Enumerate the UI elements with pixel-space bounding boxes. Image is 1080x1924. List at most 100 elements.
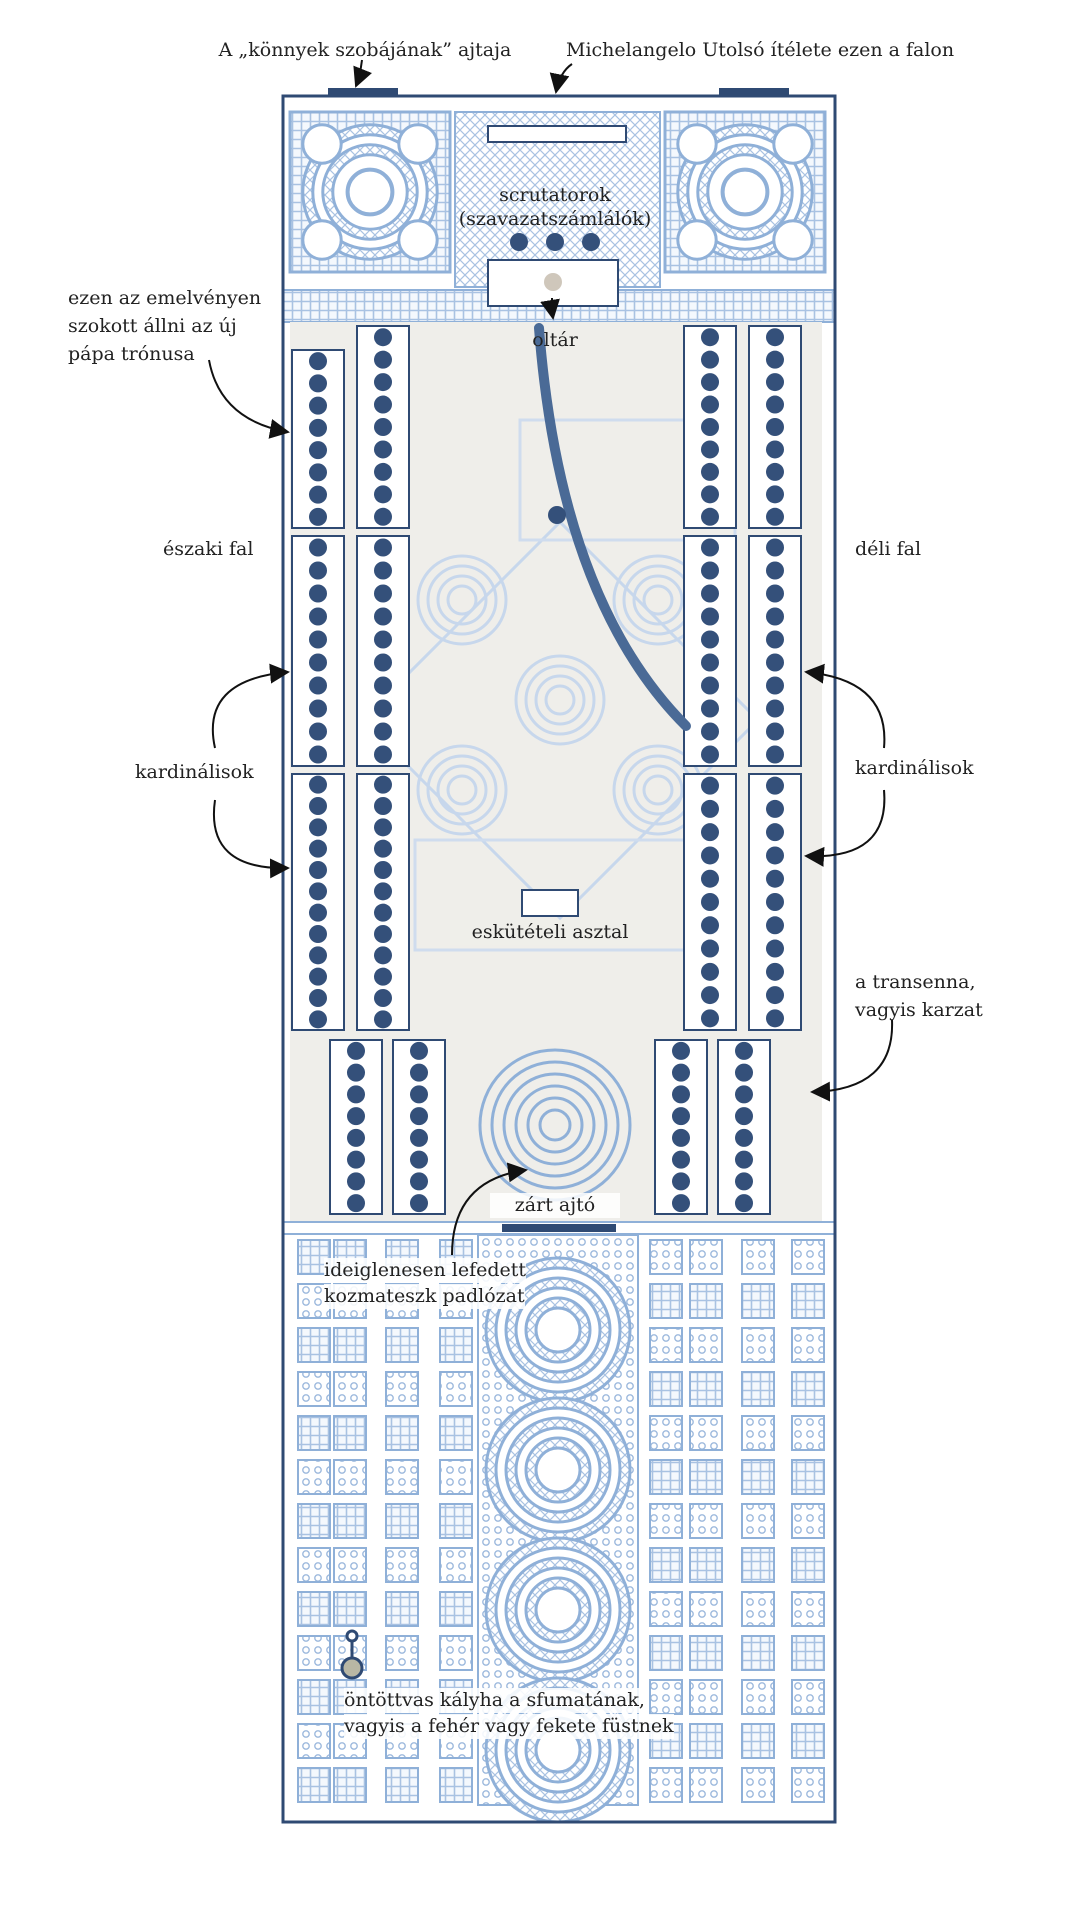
floor-tile-panel (297, 1635, 331, 1671)
floor-tile-panel (333, 1371, 367, 1407)
covered-floor-circle (534, 674, 586, 726)
floor-tile-panel (791, 1767, 825, 1803)
floor-tile-panel (689, 1415, 723, 1451)
floor-tile-panel (741, 1547, 775, 1583)
cardinal-seat (701, 418, 719, 436)
covered-floor-circle (416, 554, 508, 646)
tears-room-door-label: A „könnyek szobájának” ajtaja (218, 39, 512, 61)
covered-floor-circle (524, 664, 596, 736)
cardinal-seat (701, 893, 719, 911)
floor-tile-panel (649, 1327, 683, 1363)
cardinal-seat (701, 869, 719, 888)
cardinal-seat (672, 1063, 690, 1082)
throne-label-line2: szokott állni az új (68, 315, 237, 337)
floor-tile-panel (791, 1591, 825, 1627)
cardinal-seat (766, 395, 784, 414)
floor-corner-square-right (676, 219, 718, 261)
cardinal-seat (766, 893, 784, 911)
cardinal-seat (701, 986, 719, 1005)
cardinal-seat (309, 374, 327, 393)
cardinal-seat (701, 776, 719, 795)
cardinal-seat (672, 1194, 690, 1213)
cardinal-seat (309, 441, 327, 460)
cardinal-seat (309, 775, 327, 794)
cardinal-seat (672, 1172, 690, 1191)
floor-tile-panel (791, 1635, 825, 1671)
floor-tile-panel (385, 1415, 419, 1451)
cardinal-seat (374, 418, 392, 436)
floor-corner-square-right (676, 123, 718, 165)
cardinal-seat (735, 1128, 753, 1147)
cardinal-seat (309, 630, 327, 649)
floor-tile-panel (791, 1371, 825, 1407)
floor-tile-panel (741, 1327, 775, 1363)
covered-floor-circle (544, 684, 576, 716)
cardinal-seat (701, 395, 719, 414)
throne-label-line3: pápa trónusa (68, 343, 195, 365)
floor-tile-panel (297, 1503, 331, 1539)
floor-tile-panel (791, 1459, 825, 1495)
cardinal-seat (374, 538, 392, 557)
cardinal-seat (766, 607, 784, 626)
cardinal-seat (701, 676, 719, 695)
floor-tile-panel (385, 1503, 419, 1539)
cardinal-seat (766, 916, 784, 935)
cast-iron-stove (340, 1656, 364, 1680)
cardinal-seat (672, 1128, 690, 1147)
covered-floor-circle (416, 744, 508, 836)
cardinals-left-arrow-down (212, 799, 290, 879)
cardinal-seat (309, 676, 327, 695)
transenna-label-line1: a transenna, (855, 971, 976, 993)
cardinal-seat (374, 818, 392, 837)
floor-tile-panel (297, 1723, 331, 1759)
cardinal-seat (309, 818, 327, 837)
cardinals-left-arrow-up (211, 663, 290, 749)
cardinal-seat (347, 1194, 365, 1213)
floor-tile-panel (649, 1635, 683, 1671)
transenna-arrow (810, 1019, 894, 1102)
cardinal-seat (766, 418, 784, 436)
floor-cover-label-line2: kozmateszk padlózat (324, 1284, 525, 1309)
closed-door-label: zárt ajtó (490, 1193, 620, 1218)
floor-tile-panel (791, 1327, 825, 1363)
oath-table (521, 889, 579, 917)
cardinal-seat (374, 882, 392, 901)
cardinal-seat (672, 1041, 690, 1060)
cardinal-seat (347, 1063, 365, 1082)
floor-tile-panel (333, 1415, 367, 1451)
stove-label-line2: vagyis a fehér vagy fekete füstnek (344, 1714, 674, 1739)
cardinal-seat (701, 653, 719, 672)
cardinal-seat (766, 1009, 784, 1028)
floor-tile-panel (649, 1767, 683, 1803)
cardinals-right-label: kardinálisok (855, 757, 974, 779)
cardinal-seat (701, 561, 719, 580)
cardinal-seat (766, 799, 784, 818)
floor-tile-panel (689, 1371, 723, 1407)
floor-tile-panel (791, 1415, 825, 1451)
cardinal-seat (735, 1172, 753, 1191)
cardinal-seat (347, 1107, 365, 1126)
cardinal-seat (701, 350, 719, 369)
cardinal-seat (309, 396, 327, 415)
cardinals-right-arrow-down (804, 789, 886, 867)
floor-tile-panel (439, 1459, 473, 1495)
cardinal-seat (347, 1172, 365, 1191)
cardinal-seat (701, 440, 719, 459)
cardinal-seat (766, 722, 784, 741)
floor-tile-panel (689, 1767, 723, 1803)
floor-tile-panel (741, 1635, 775, 1671)
cardinal-seat (766, 869, 784, 888)
cardinal-seat (374, 946, 392, 965)
cardinal-seat (701, 538, 719, 557)
floor-tile-panel (791, 1503, 825, 1539)
floor-tile-panel (741, 1239, 775, 1275)
cardinal-seat (374, 607, 392, 626)
cardinal-seat (766, 561, 784, 580)
cardinal-seat (309, 797, 327, 815)
cardinal-seat (766, 939, 784, 958)
covered-floor-circle (426, 564, 498, 636)
floor-tile-panel (741, 1459, 775, 1495)
cardinal-seat (701, 699, 719, 718)
covered-floor-circle (632, 574, 684, 626)
